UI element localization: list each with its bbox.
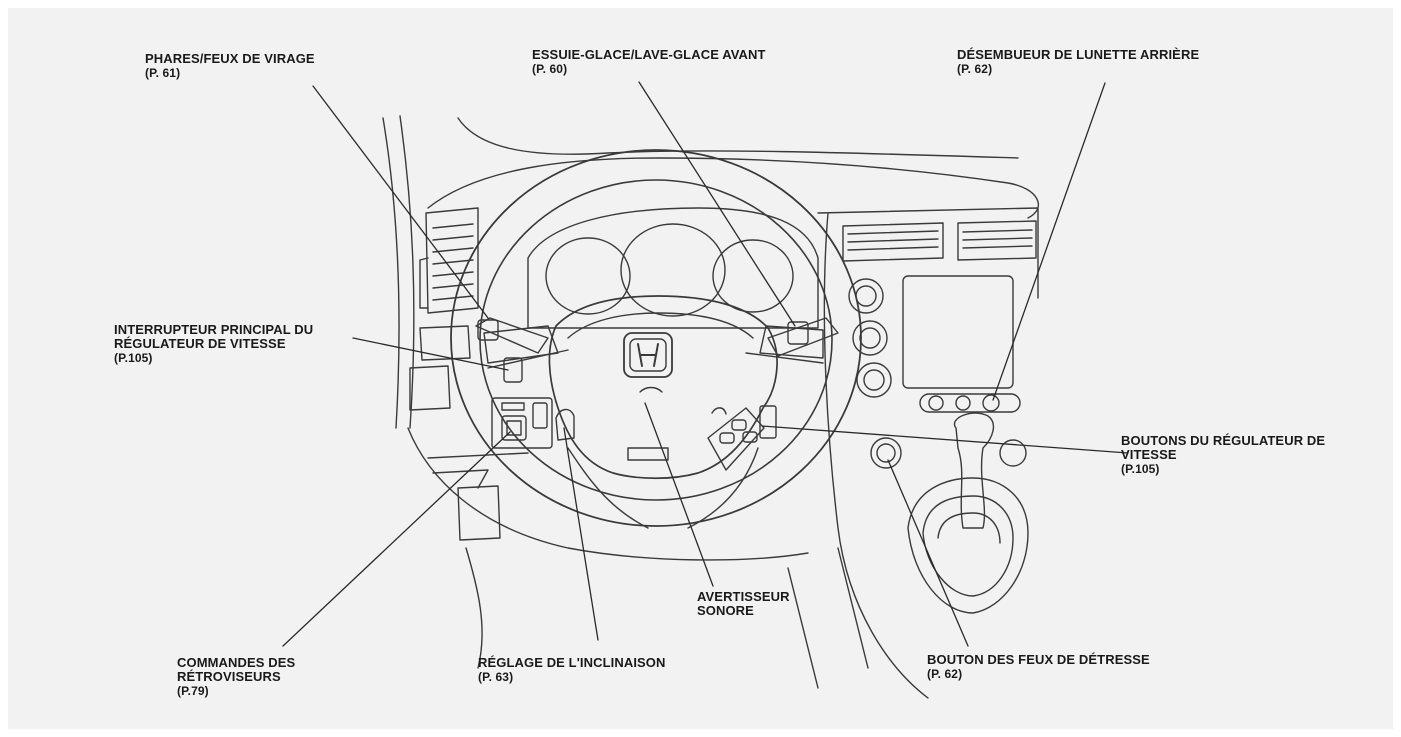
dash-top-line — [457, 117, 1019, 159]
rear-defogger-title: DÉSEMBUEUR DE LUNETTE ARRIÈRE — [957, 47, 1200, 62]
rear-defogger-page: (P. 62) — [957, 62, 993, 76]
honda-logo — [623, 332, 673, 378]
leader-horn — [644, 402, 714, 587]
tilt-page: (P. 63) — [478, 670, 514, 684]
airbag-hub — [548, 295, 778, 480]
wipers-page: (P. 60) — [532, 62, 568, 76]
cruise-buttons-line1: BOUTONS DU RÉGULATEUR DE — [1121, 433, 1326, 448]
center-console — [817, 207, 1039, 699]
cruise-main-switch — [503, 357, 523, 383]
leader-tilt — [563, 427, 599, 641]
instrument-cluster — [527, 207, 819, 329]
floor-lines — [787, 547, 869, 689]
audio-display — [902, 275, 1014, 389]
cruise-buttons — [707, 405, 777, 471]
audio-knobs — [848, 278, 892, 398]
horn-line2: SONORE — [697, 603, 754, 618]
leader-lines — [282, 81, 1129, 647]
headlight-stalk — [475, 317, 549, 354]
leader-hazard — [887, 459, 969, 647]
tilt-lever — [555, 408, 575, 441]
leader-cruise-main — [352, 337, 509, 371]
hazard-title: BOUTON DES FEUX DE DÉTRESSE — [927, 652, 1150, 667]
dash-upper-edge — [427, 157, 1040, 219]
leader-mirrors — [282, 431, 511, 647]
callout-headlights: PHARES/FEUX DE VIRAGE (P. 61) — [145, 51, 315, 81]
switch-row — [919, 393, 1021, 413]
hazard-button-art — [870, 437, 1027, 469]
cruise-buttons-line2: VITESSE — [1121, 447, 1177, 462]
callout-mirrors: COMMANDES DES RÉTROVISEURS (P.79) — [177, 655, 296, 699]
dashboard-illustration — [282, 81, 1129, 699]
leader-wipers — [638, 81, 796, 327]
wheel-spokes — [483, 325, 824, 369]
callout-cruise-buttons: BOUTONS DU RÉGULATEUR DE VITESSE (P.105) — [1121, 433, 1326, 477]
callout-wipers: ESSUIE-GLACE/LAVE-GLACE AVANT (P. 60) — [532, 47, 766, 77]
horn-mark — [639, 386, 663, 393]
diagram-panel: PHARES/FEUX DE VIRAGE (P. 61) ESSUIE-GLA… — [8, 8, 1393, 729]
pedal-area — [457, 485, 501, 669]
callout-rear-defogger: DÉSEMBUEUR DE LUNETTE ARRIÈRE (P. 62) — [957, 47, 1200, 77]
wiper-stalk — [767, 317, 839, 357]
leader-headlights — [312, 85, 489, 319]
center-air-vent — [842, 220, 1037, 262]
mirrors-page: (P.79) — [177, 684, 209, 698]
cruise-buttons-page: (P.105) — [1121, 462, 1160, 476]
callout-horn: AVERTISSEUR SONORE — [697, 590, 790, 618]
callout-cruise-main: INTERRUPTEUR PRINCIPAL DU RÉGULATEUR DE … — [114, 322, 314, 366]
shift-lever — [907, 412, 1029, 614]
leader-cruise-buttons — [761, 425, 1129, 454]
cruise-main-line2: RÉGULATEUR DE VITESSE — [114, 336, 286, 351]
left-air-vent — [419, 207, 479, 314]
leader-rear-defogger — [992, 82, 1106, 401]
headlights-page: (P. 61) — [145, 66, 181, 80]
callout-tilt: RÉGLAGE DE L'INCLINAISON (P. 63) — [478, 655, 666, 685]
mirrors-line1: COMMANDES DES — [177, 655, 296, 670]
mirrors-line2: RÉTROVISEURS — [177, 669, 281, 684]
steering-wheel — [450, 149, 862, 527]
a-pillar — [382, 115, 415, 429]
hazard-page: (P. 62) — [927, 667, 963, 681]
knee-bolster — [407, 427, 809, 561]
wipers-title: ESSUIE-GLACE/LAVE-GLACE AVANT — [532, 47, 766, 62]
cruise-main-line1: INTERRUPTEUR PRINCIPAL DU — [114, 322, 314, 337]
headlights-title: PHARES/FEUX DE VIRAGE — [145, 51, 315, 66]
lower-dash-left — [427, 452, 529, 489]
tilt-title: RÉGLAGE DE L'INCLINAISON — [478, 655, 666, 670]
callout-hazard: BOUTON DES FEUX DE DÉTRESSE (P. 62) — [927, 652, 1150, 682]
mirror-control-panel — [491, 397, 553, 449]
horn-line1: AVERTISSEUR — [697, 589, 790, 604]
cruise-main-page: (P.105) — [114, 351, 153, 365]
